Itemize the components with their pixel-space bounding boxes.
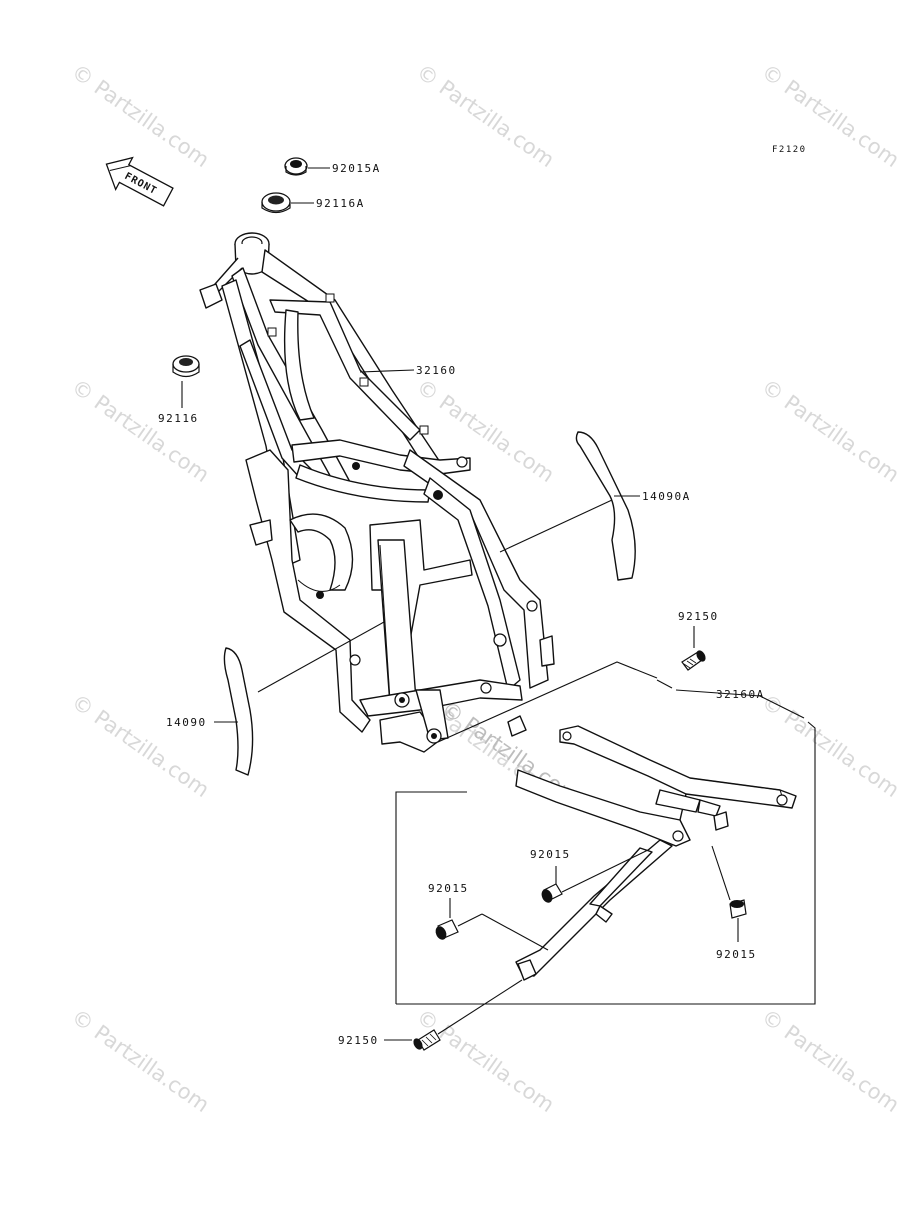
part-label-92015-right: 92015 <box>716 948 757 961</box>
part-label-92015A: 92015A <box>332 162 381 175</box>
part-label-14090A: 14090A <box>642 490 691 503</box>
bolt-92150-bottom-icon <box>413 1029 441 1051</box>
nut-92015A-icon <box>284 157 308 176</box>
part-label-92015-left: 92015 <box>428 882 469 895</box>
bolt-92015-left-icon <box>435 919 459 940</box>
frame-guard-14090A <box>575 431 636 581</box>
watermark: © Partzilla.com <box>412 1004 559 1117</box>
part-label-32160: 32160 <box>416 364 457 377</box>
watermark: © Partzilla.com <box>67 59 214 172</box>
watermark: © Partzilla.com <box>757 689 904 802</box>
rear-subframe-32160A <box>515 725 797 981</box>
watermark: © Partzilla.com <box>67 374 214 487</box>
diagram-code: F2120 <box>772 145 807 155</box>
subframe-box <box>395 721 816 1005</box>
main-frame-32160 <box>199 232 555 753</box>
part-label-92116: 92116 <box>158 412 199 425</box>
front-arrow-icon: FRONT <box>105 156 174 207</box>
bearing-92116-icon <box>172 355 200 378</box>
bearing-92116A-icon <box>261 192 291 214</box>
watermark: © Partzilla.com <box>757 374 904 487</box>
part-label-32160A: 32160A <box>716 688 765 701</box>
watermark: © Partzilla.com <box>67 1004 214 1117</box>
watermark: © Partzilla.com <box>757 1004 904 1117</box>
part-label-92116A: 92116A <box>316 197 365 210</box>
part-label-92150-bottom: 92150 <box>338 1034 379 1047</box>
part-label-92015-middle: 92015 <box>530 848 571 861</box>
bolt-92015-middle-icon <box>541 883 563 903</box>
part-label-92150-top: 92150 <box>678 610 719 623</box>
part-label-14090: 14090 <box>166 716 207 729</box>
watermark: © Partzilla.com <box>412 59 559 172</box>
watermark: © Partzilla.com <box>757 59 904 172</box>
watermark: © Partzilla.com <box>67 689 214 802</box>
frame-guard-14090 <box>223 647 254 776</box>
bolt-92015-right-icon <box>729 899 747 919</box>
bolt-92150-top-icon <box>681 650 706 671</box>
